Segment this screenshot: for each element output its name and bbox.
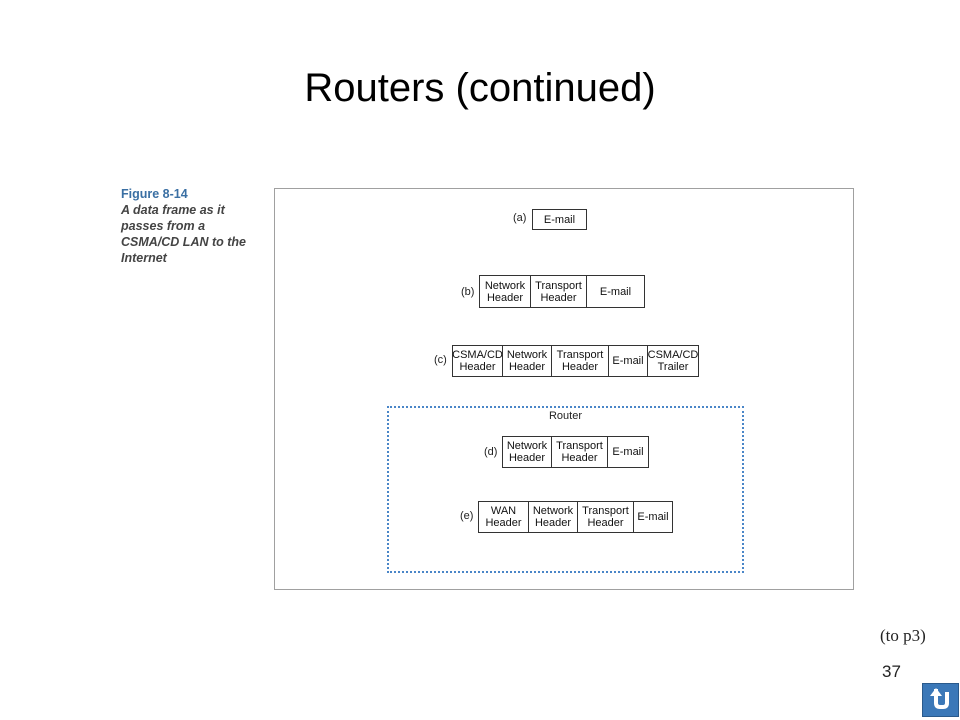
- router-label: Router: [548, 410, 583, 422]
- frame-cell-network-header: Network Header: [479, 275, 531, 308]
- frame-cell-transport-header: Transport Header: [530, 275, 587, 308]
- slide-note: (to p3): [880, 626, 926, 645]
- page-number: 37: [882, 662, 901, 681]
- figure-frame: [274, 188, 854, 590]
- row-label-c: (c): [434, 354, 447, 366]
- row-label-a: (a): [513, 212, 527, 224]
- slide-title: Routers (continued): [304, 66, 656, 110]
- frame-cell-wan-header: WAN Header: [478, 501, 529, 533]
- row-label-d: (d): [484, 446, 498, 458]
- figure-caption: Figure 8-14 A data frame as it passes fr…: [121, 186, 261, 266]
- frame-cell-email: E-mail: [633, 501, 673, 533]
- return-button[interactable]: [922, 683, 959, 717]
- frame-cell-network-header: Network Header: [528, 501, 578, 533]
- figure-label: Figure 8-14: [121, 187, 188, 201]
- frame-cell-email: E-mail: [532, 209, 587, 230]
- frame-cell-email: E-mail: [607, 436, 649, 468]
- frame-cell-csmacd-trailer: CSMA/CD Trailer: [647, 345, 699, 377]
- frame-cell-transport-header: Transport Header: [577, 501, 634, 533]
- row-label-b: (b): [461, 286, 475, 298]
- row-label-e: (e): [460, 510, 474, 522]
- frame-cell-csmacd-header: CSMA/CD Header: [452, 345, 503, 377]
- router-box: [387, 406, 744, 573]
- frame-cell-email: E-mail: [586, 275, 645, 308]
- figure-caption-text: A data frame as it passes from a CSMA/CD…: [121, 203, 246, 265]
- frame-cell-transport-header: Transport Header: [551, 345, 609, 377]
- frame-cell-transport-header: Transport Header: [551, 436, 608, 468]
- frame-cell-email: E-mail: [608, 345, 648, 377]
- frame-cell-network-header: Network Header: [502, 345, 552, 377]
- return-arrow-icon: [928, 686, 954, 715]
- frame-cell-network-header: Network Header: [502, 436, 552, 468]
